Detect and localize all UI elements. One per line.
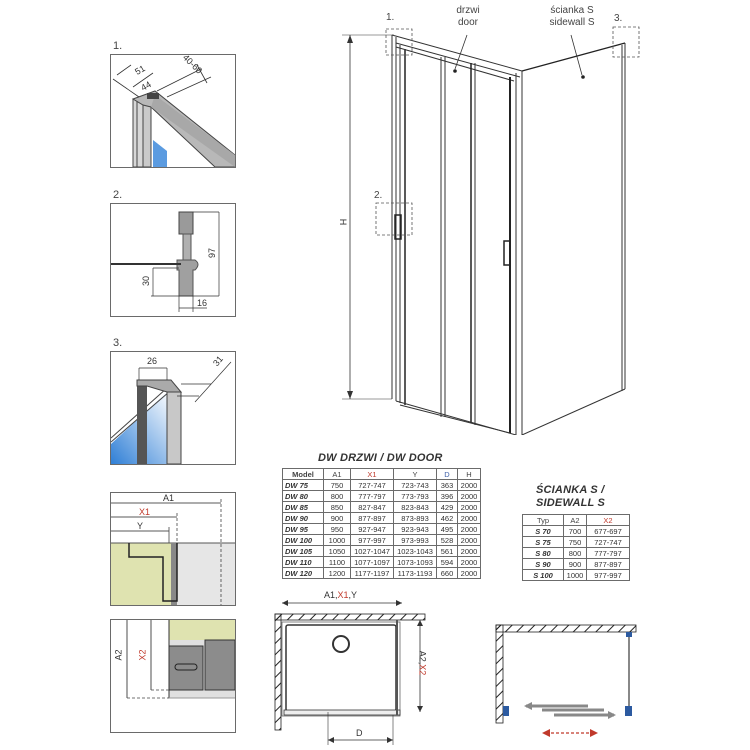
door-table-header: Model A1 X1 Y D H	[282, 468, 481, 480]
detail-4-panel: A1 X1 Y	[110, 492, 236, 606]
detail-2-drawing	[111, 211, 220, 312]
col-a2: A2	[563, 514, 587, 526]
sidewall-table-title: ŚCIANKA S / SIDEWALL S	[536, 484, 605, 510]
callout-1: 1.	[386, 12, 395, 23]
col-x1: X1	[350, 468, 394, 480]
detail-1-panel: 51 44 40-60	[110, 54, 236, 168]
sliding-schematic-drawing	[495, 624, 637, 737]
detail-2-panel: 97 30 16	[110, 203, 236, 317]
dim-26: 26	[147, 356, 158, 366]
sidewall-title-line1: ŚCIANKA S /	[536, 484, 605, 496]
dim-A2: A2	[113, 649, 124, 661]
plan-bottom-dim: D	[356, 728, 363, 738]
sidewall-label-pl: ścianka S	[550, 5, 594, 16]
detail-1-drawing	[112, 64, 235, 167]
sidewall-label-en: sidewall S	[549, 17, 595, 28]
detail-5-drawing	[126, 620, 235, 699]
col-a1: A1	[323, 468, 351, 480]
height-label: H	[338, 218, 349, 226]
dim-X2: X2	[137, 649, 148, 661]
detail-4-drawing	[111, 499, 235, 605]
dim-Y: Y	[137, 521, 144, 531]
detail-1-label: 1.	[113, 40, 123, 52]
col-typ: Typ	[522, 514, 564, 526]
callout-3: 3.	[614, 13, 623, 24]
callout-2: 2.	[374, 190, 383, 201]
plan-view-drawing	[274, 600, 426, 745]
dim-30: 30	[141, 275, 152, 287]
dim-X1: X1	[139, 507, 151, 517]
dim-A1: A1	[163, 493, 175, 503]
col-d: D	[436, 468, 458, 480]
detail-3-drawing	[111, 361, 232, 464]
col-y: Y	[393, 468, 437, 480]
main-enclosure-drawing: 1. 2. 3. drzwi door ścianka S sidewall S…	[330, 5, 660, 435]
sidewall-table-header: Typ A2 X2	[522, 514, 630, 526]
col-x2: X2	[586, 514, 630, 526]
col-h: H	[457, 468, 481, 480]
door-label: drzwi door	[448, 5, 488, 29]
door-label-pl: drzwi	[456, 5, 480, 16]
detail-3-panel: 26 31	[110, 351, 236, 465]
detail-2-label: 2.	[113, 189, 123, 201]
dim-97: 97	[207, 247, 218, 259]
col-model: Model	[282, 468, 324, 480]
sliding-schematic	[480, 600, 650, 745]
detail-5-panel: A2 X2	[110, 619, 236, 733]
sidewall-title-line2: SIDEWALL S	[536, 497, 606, 509]
door-table-title: DW DRZWI / DW DOOR	[318, 452, 443, 464]
plan-top-dim: A1,X1,Y	[324, 590, 358, 600]
door-label-en: door	[457, 17, 478, 28]
sidewall-label: ścianka S sidewall S	[540, 5, 604, 29]
plan-side-dim: A2,X2	[417, 650, 428, 676]
plan-view-dimensions: A1,X1,Y A2,X2 D	[260, 590, 460, 745]
detail-3-label: 3.	[113, 337, 123, 349]
dim-16: 16	[197, 298, 208, 308]
